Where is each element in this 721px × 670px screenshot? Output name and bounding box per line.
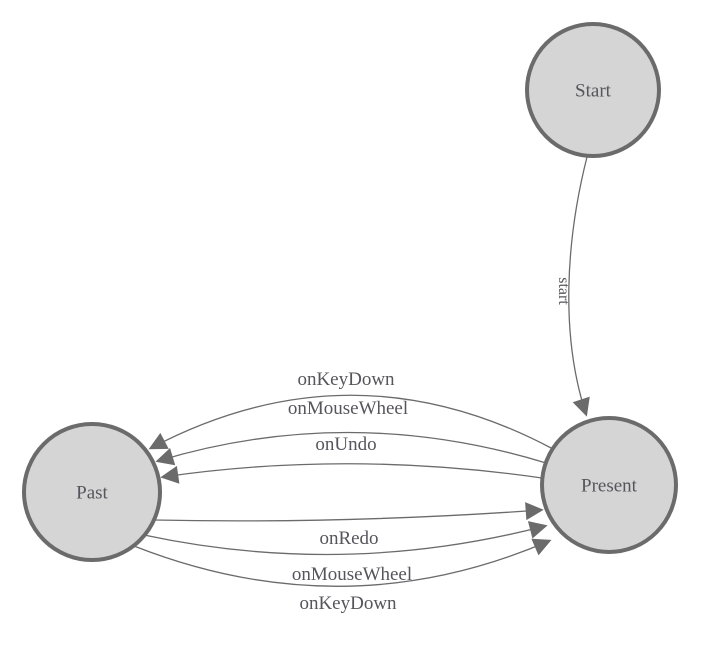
edge-line-onmousewheel-top xyxy=(155,431,547,466)
node-present-label: Present xyxy=(581,476,638,497)
edge-present-to-past-onmousewheel: onMouseWheel xyxy=(155,398,547,466)
node-past[interactable]: Past xyxy=(22,422,162,562)
edge-start-to-present: start xyxy=(555,156,590,417)
edge-label-onkeydown-top: onKeyDown xyxy=(297,369,395,390)
node-present[interactable]: Present xyxy=(540,416,678,554)
node-past-circle[interactable] xyxy=(22,422,162,562)
edge-line-onredo xyxy=(153,502,544,522)
edge-label-onkeydown-bottom: onKeyDown xyxy=(299,593,397,614)
edge-line-onundo xyxy=(160,463,543,484)
edge-line-onmousewheel-bottom xyxy=(143,521,548,556)
edge-label-onmousewheel-bottom: onMouseWheel xyxy=(292,564,412,585)
edge-line-start xyxy=(568,156,590,417)
edge-label-onredo: onRedo xyxy=(319,528,378,549)
edge-line-onkeydown-bottom xyxy=(133,538,552,587)
node-start-label: Start xyxy=(575,81,612,102)
edge-present-to-past-onundo: onUndo xyxy=(160,434,543,484)
edge-past-to-present-onredo: onRedo xyxy=(153,502,544,549)
node-start[interactable]: Start xyxy=(525,22,661,158)
edge-label-onundo: onUndo xyxy=(315,434,376,455)
edge-label-start: start xyxy=(555,277,572,305)
node-start-circle[interactable] xyxy=(525,22,661,158)
node-past-label: Past xyxy=(76,483,108,504)
edge-past-to-present-onmousewheel: onMouseWheel xyxy=(143,521,548,585)
edge-label-onmousewheel-top: onMouseWheel xyxy=(288,398,408,419)
node-present-circle[interactable] xyxy=(540,416,678,554)
edge-line-onkeydown-top xyxy=(148,394,554,450)
edge-past-to-present-onkeydown: onKeyDown xyxy=(133,538,552,614)
edge-present-to-past-onkeydown: onKeyDown xyxy=(148,369,554,450)
